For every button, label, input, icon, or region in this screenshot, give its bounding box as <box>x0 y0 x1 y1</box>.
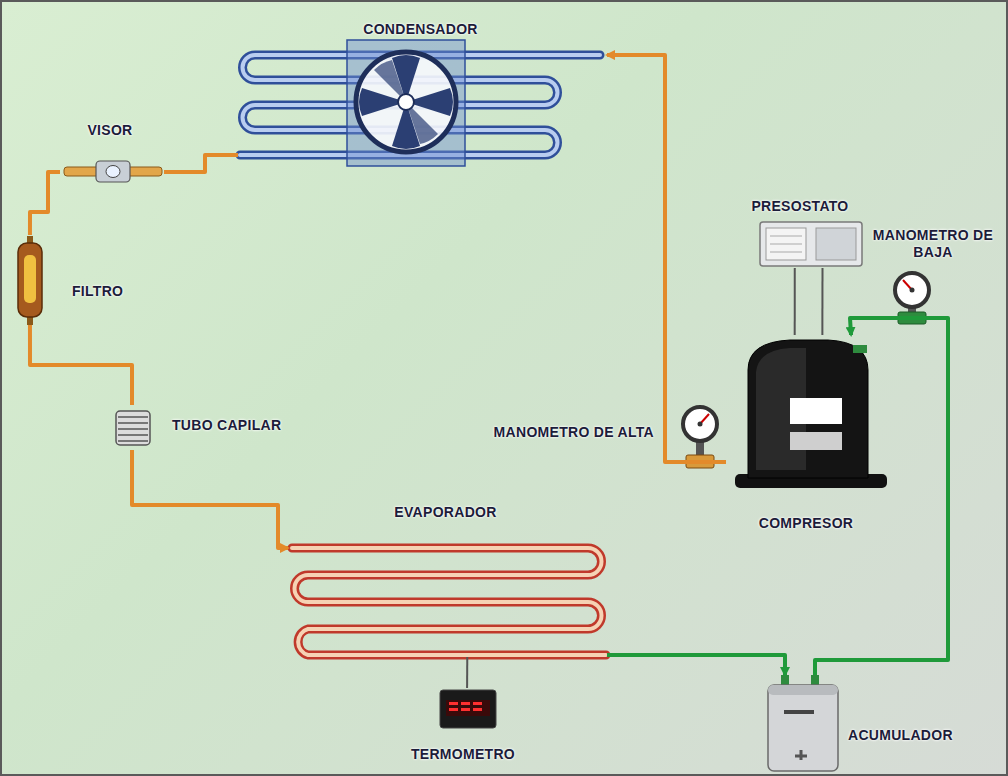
pressure-switch <box>770 252 802 253</box>
thermometer-display <box>461 702 470 705</box>
compressor-body <box>853 345 867 353</box>
thermometer-display <box>473 708 482 711</box>
evaporator-node: EVAPORADOR <box>288 502 607 657</box>
low-pressure-gauge <box>895 273 929 307</box>
thermometer-display <box>461 708 470 711</box>
pressure-switch <box>770 244 802 245</box>
thermometer-display <box>440 690 496 728</box>
refrigerant-pipe <box>607 655 785 675</box>
thermometer-display <box>449 702 482 711</box>
signal-line <box>466 657 468 688</box>
refrigerant-pipe <box>607 55 726 462</box>
refrigerant-pipe <box>815 318 948 675</box>
sight-glass-node: VISOR <box>60 120 164 185</box>
compressor-body <box>748 340 868 478</box>
refrigerant-pipe <box>30 172 60 235</box>
signal-line <box>794 268 796 335</box>
accumulator-node: ACUMULADOR <box>762 675 1004 773</box>
filter-node: FILTRO <box>14 235 154 325</box>
thermometer-display <box>446 700 490 716</box>
suction-accumulator <box>768 675 838 771</box>
refrigerant-pipe <box>164 155 238 172</box>
component-label: VISOR <box>60 122 160 139</box>
high-gauge-node: MANOMETRO DE ALTA <box>412 402 724 472</box>
component-label: ACUMULADOR <box>848 727 953 744</box>
component-label: PRESOSTATO <box>720 198 880 215</box>
capillary-coil <box>116 411 150 445</box>
component-label: EVAPORADOR <box>288 504 603 521</box>
pressure-switch <box>766 228 806 260</box>
capillary-coil <box>118 417 148 441</box>
capillary-coil <box>118 440 148 442</box>
compressor-body <box>790 398 842 424</box>
sight-glass <box>96 161 130 182</box>
component-label: TERMOMETRO <box>378 746 548 763</box>
condenser-node: CONDENSADOR <box>238 18 607 168</box>
component-label: MANOMETRO DE ALTA <box>494 424 654 441</box>
low-pressure-gauge <box>910 288 915 293</box>
signal-line <box>821 268 823 335</box>
low-gauge-node: MANOMETRO DE BAJA <box>862 225 1004 335</box>
capillary-node: TUBO CAPILAR <box>110 405 340 450</box>
capillary-coil <box>118 422 148 424</box>
condenser-fan <box>356 52 456 152</box>
high-pressure-gauge <box>698 422 703 427</box>
suction-accumulator <box>795 750 807 760</box>
evaporator-coil <box>292 548 606 655</box>
component-label: MANOMETRO DE BAJA <box>866 227 1000 261</box>
refrigerant-pipe <box>30 325 132 405</box>
filter-drier <box>18 243 42 317</box>
condenser-fan <box>347 40 465 166</box>
compressor-body <box>735 340 887 488</box>
compressor-body <box>790 432 842 450</box>
high-pressure-gauge <box>683 407 717 441</box>
capillary-coil <box>118 434 148 436</box>
condenser-fan <box>398 94 414 110</box>
capillary-coil <box>118 416 148 418</box>
pressure-switch <box>770 236 802 252</box>
component-label: COMPRESOR <box>726 515 886 532</box>
pressure-switch <box>760 222 862 266</box>
thermometer-node: TERMOMETRO <box>378 688 552 768</box>
pressure-switch <box>770 236 802 237</box>
suction-accumulator <box>768 685 838 771</box>
component-label: FILTRO <box>72 283 123 300</box>
evaporator-coil <box>292 548 606 655</box>
component-label: TUBO CAPILAR <box>172 417 281 434</box>
filter-drier <box>24 255 36 303</box>
condenser-fan <box>359 55 453 149</box>
suction-accumulator <box>768 685 838 695</box>
thermometer-display <box>473 702 482 705</box>
condenser-fan <box>347 40 465 166</box>
pressure-switch-node: PRESOSTATO <box>720 198 884 268</box>
suction-accumulator <box>784 710 814 714</box>
pressure-switch <box>760 222 862 266</box>
capillary-coil <box>116 411 150 445</box>
refrigerant-pipe <box>132 450 288 548</box>
filter-drier <box>18 236 42 325</box>
high-pressure-gauge <box>683 407 717 468</box>
capillary-coil <box>118 428 148 430</box>
thermometer-display <box>449 708 458 711</box>
sight-glass <box>64 161 162 182</box>
evaporator-coil <box>292 548 606 655</box>
thermometer-display <box>440 690 496 728</box>
sight-glass <box>106 166 120 178</box>
thermometer-display <box>449 702 458 705</box>
pressure-switch <box>816 228 856 260</box>
compressor-node: COMPRESOR <box>726 335 890 535</box>
component-label: CONDENSADOR <box>238 21 603 38</box>
